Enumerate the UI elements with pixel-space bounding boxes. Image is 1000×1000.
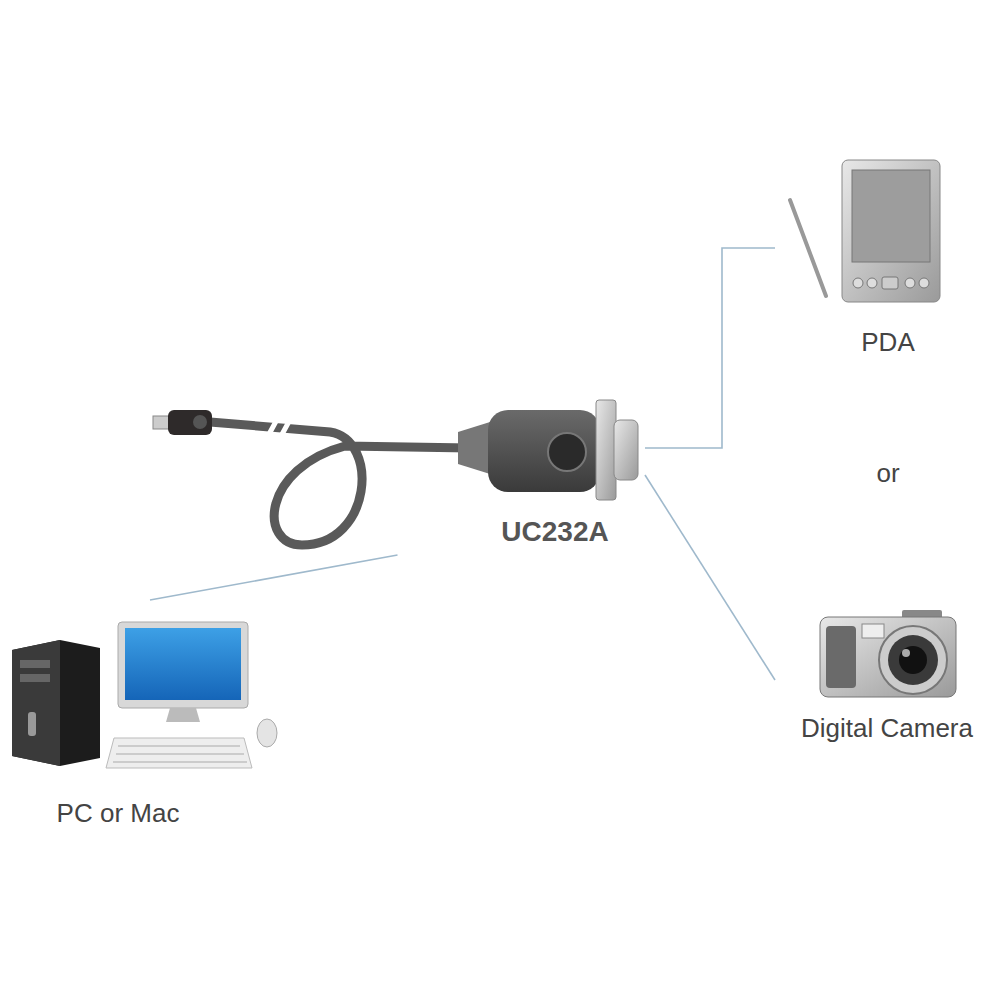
connector-line	[645, 248, 775, 448]
adapter-node: UC232A	[150, 395, 645, 555]
node-label: PDA	[861, 327, 914, 358]
node-label: Digital Camera	[801, 713, 973, 744]
camera-node: Digital Camera	[775, 600, 995, 760]
connector-line	[150, 555, 398, 600]
pc-node: PC or Mac	[5, 600, 295, 840]
pda-icon	[790, 160, 940, 302]
connector-line	[645, 475, 775, 680]
pda-node: PDA	[775, 150, 975, 365]
pc-icon	[12, 622, 277, 768]
or-label: or	[876, 458, 899, 489]
node-label: UC232A	[501, 515, 608, 549]
node-label: PC or Mac	[57, 798, 180, 829]
camera-icon	[820, 610, 956, 697]
